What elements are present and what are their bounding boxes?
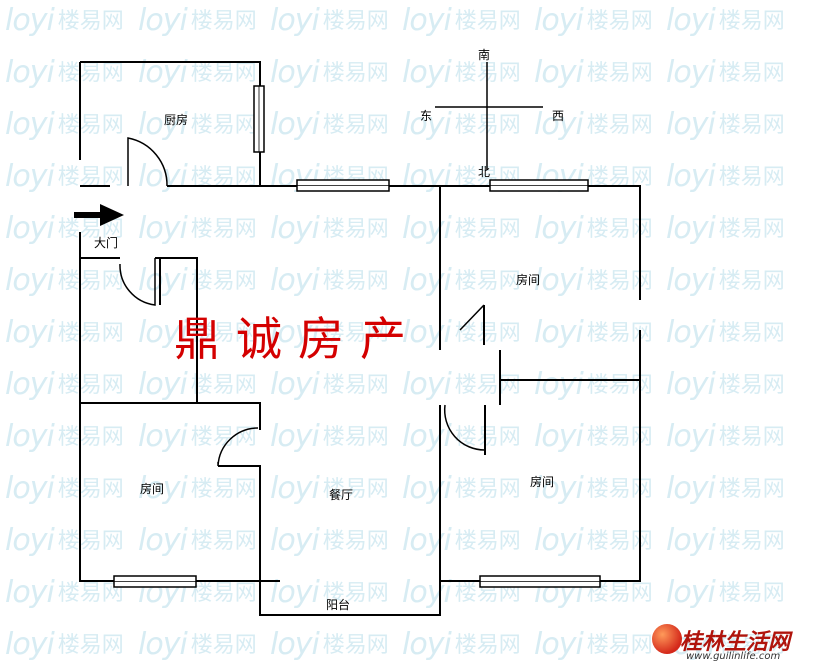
bedroom-door: [217, 427, 259, 467]
room-label-entrance: 大门: [94, 236, 119, 250]
logo-name: 桂林生活网: [680, 629, 791, 655]
entrance-arrow-icon: [74, 204, 124, 226]
agency-stamp: 鼎诚房产: [174, 312, 422, 366]
compass-west: 西: [552, 109, 565, 123]
compass-north: 北: [478, 165, 491, 179]
bedroom-door: [459, 304, 485, 331]
room-label-bedroom-left: 房间: [140, 482, 165, 496]
room-label-bedroom-upper-right: 房间: [516, 273, 541, 287]
corridor-wall: [80, 257, 198, 403]
compass-east: 东: [420, 109, 433, 123]
kitchen-door: [127, 137, 168, 187]
room-label-kitchen: 厨房: [164, 113, 189, 127]
compass-south: 南: [478, 48, 491, 62]
bedroom-wall: [218, 465, 261, 581]
bedroom-wall: [80, 402, 261, 430]
room-label-balcony: 阳台: [326, 598, 351, 612]
exterior-wall: [600, 330, 641, 582]
exterior-wall: [259, 580, 480, 616]
room-label-dining: 餐厅: [329, 488, 354, 502]
logo-url: www.guilinlife.com: [686, 651, 781, 662]
exterior-wall: [79, 232, 280, 582]
entrance-door: [119, 258, 156, 306]
room-label-bedroom-lower-right: 房间: [530, 475, 555, 489]
logo-icon: [652, 624, 682, 654]
compass-icon: [435, 62, 543, 170]
bedroom-door: [443, 404, 486, 451]
